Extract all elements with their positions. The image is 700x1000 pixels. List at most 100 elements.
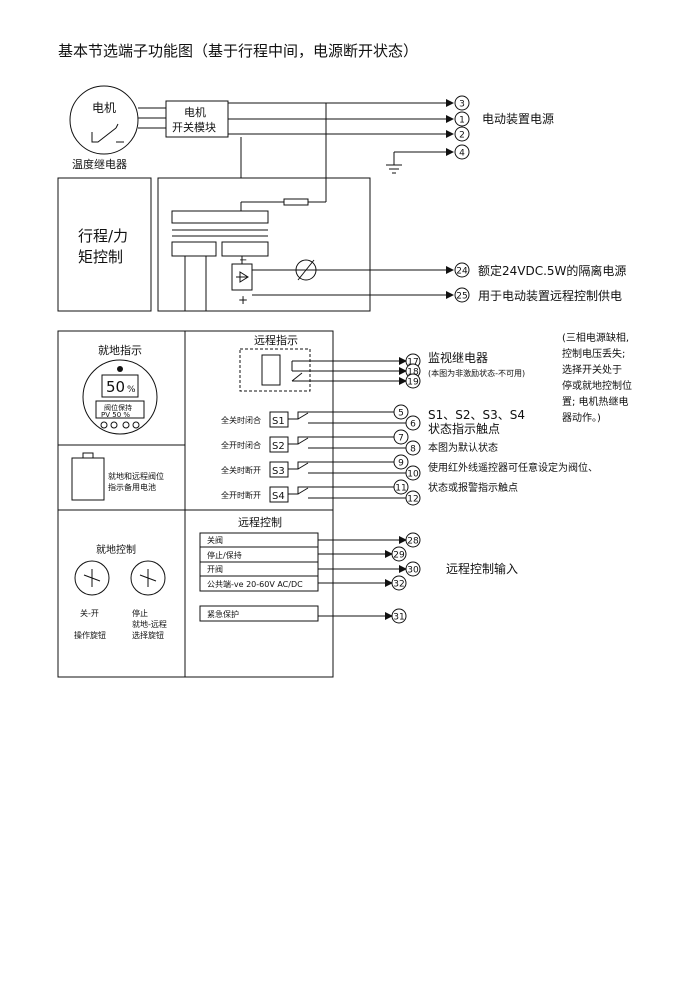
knob2-line2: 就地-远程 (132, 619, 167, 629)
local-status-line2: PV 50 % (101, 411, 130, 419)
travel-label-line1: 行程/力 (78, 227, 128, 245)
svg-text:全开时闭合: 全开时闭合 (221, 440, 261, 450)
travel-control-label-box (57, 177, 152, 312)
terminal-number-3: 3 (459, 100, 465, 110)
terminal-circle-12 (405, 490, 421, 506)
terminal-number-17: 17 (407, 358, 418, 368)
terminal-number-11: 11 (395, 484, 406, 494)
svg-text:S1: S1 (272, 416, 285, 427)
terminal-circle-10 (405, 465, 421, 481)
battery (71, 457, 105, 501)
terminal-number-24: 24 (456, 267, 468, 277)
terminal-25-label: 用于电动装置远程控制供电 (478, 288, 622, 303)
open-close-knob (74, 560, 110, 596)
thermal-switch-symbol (91, 123, 124, 143)
switch-labels: 全关时闭合 全开时闭合 全关时断开 全开时断开 S1 S2 S3 S4 (221, 415, 285, 502)
terminal-number-9: 9 (398, 459, 404, 469)
svg-text:使用红外线遥控器可任意设定为阀位、: 使用红外线遥控器可任意设定为阀位、 (428, 461, 598, 474)
terminal-number-5: 5 (398, 409, 404, 419)
svg-text:全关时断开: 全关时断开 (221, 465, 261, 475)
switch-contacts (288, 411, 406, 499)
remote-row-stop: 停止/保持 (207, 550, 242, 560)
battery-label-line2: 指示备用电池 (108, 482, 156, 492)
relay-coil (261, 354, 281, 386)
local-status-box (95, 400, 145, 419)
svg-text:S3: S3 (272, 466, 285, 477)
local-display-window (101, 374, 139, 398)
remote-row-close: 关阀 (207, 535, 223, 545)
terminal-circle-32 (391, 575, 407, 591)
terminal-circle-9 (393, 454, 409, 470)
svg-text:本图为默认状态: 本图为默认状态 (428, 441, 498, 454)
terminal-number-25: 25 (456, 292, 467, 302)
relay-label: 监视继电器 (428, 350, 488, 365)
local-indicator-dial (82, 359, 158, 435)
terminal-circle-5 (393, 404, 409, 420)
side-note: (三相电源缺相, 控制电压丢失; 选择开关处于 停或就地控制位 置; 电机热继电… (562, 331, 632, 424)
lower-panel (57, 330, 334, 678)
motor-circle (69, 85, 139, 155)
svg-text:器动作。): 器动作。) (562, 412, 601, 424)
remote-indicator-box (239, 348, 311, 392)
terminal-circle-25 (454, 287, 470, 303)
motor-label: 电机 (92, 101, 116, 115)
terminal-number-18: 18 (407, 368, 419, 378)
remote-indicator-title: 远程指示 (254, 333, 298, 347)
travel-control-box (157, 177, 371, 312)
terminal-number-32: 32 (393, 580, 404, 590)
terminal-circle-4 (454, 144, 470, 160)
local-display-unit: % (127, 385, 136, 395)
remote-input-label: 远程控制输入 (446, 561, 518, 576)
knob1-line2: 操作旋钮 (74, 630, 106, 640)
battery-label-line1: 就地和远程阀位 (108, 471, 164, 481)
terminal-number-12: 12 (407, 495, 418, 505)
terminal-circle-2 (454, 126, 470, 142)
svg-text:S2: S2 (272, 441, 285, 452)
switch-module-line1: 电机 (184, 105, 206, 119)
switch-notes: S1、S2、S3、S4 状态指示触点 本图为默认状态 使用红外线遥控器可任意设定… (428, 408, 598, 494)
local-status-line1: 阀位保持 (104, 403, 132, 412)
terminal-circle-6 (405, 415, 421, 431)
local-display-value: 50 (106, 378, 125, 396)
terminal-circle-30 (405, 561, 421, 577)
terminal-number-7: 7 (398, 434, 404, 444)
svg-text:全关时闭合: 全关时闭合 (221, 415, 261, 425)
terminal-number-4: 4 (459, 149, 465, 159)
svg-text:S1、S2、S3、S4: S1、S2、S3、S4 (428, 408, 525, 422)
terminal-number-6: 6 (410, 420, 416, 430)
remote-row-common: 公共端-ve 20-60V AC/DC (207, 579, 303, 589)
local-control-title: 就地控制 (96, 543, 136, 556)
emergency-label: 紧急保护 (207, 609, 239, 619)
terminal-circle-11 (393, 479, 409, 495)
rectifier-plus: + (238, 293, 248, 307)
terminal-number-30: 30 (407, 566, 419, 576)
local-remote-knob (130, 560, 166, 596)
svg-text:状态指示触点: 状态指示触点 (428, 421, 500, 436)
relay-note: (本图为非激励状态-不可用) (428, 368, 525, 378)
svg-text:S4: S4 (272, 491, 285, 502)
terminal-circle-29 (391, 546, 407, 562)
terminal-number-19: 19 (407, 378, 419, 388)
remote-control-title: 远程控制 (238, 515, 282, 529)
terminal-circle-19 (405, 373, 421, 389)
switch-module-line2: 开关模块 (172, 120, 216, 134)
terminal-circle-7 (393, 429, 409, 445)
thermal-relay-label: 温度继电器 (72, 157, 127, 171)
isolated-supply-symbol (295, 259, 317, 281)
emergency-box (199, 605, 319, 622)
knob1-line1: 关-开 (80, 608, 99, 618)
terminal-number-28: 28 (407, 537, 419, 547)
terminal-number-8: 8 (410, 445, 416, 455)
terminal-number-2: 2 (459, 131, 465, 141)
fuse (283, 198, 309, 206)
travel-label-line2: 矩控制 (78, 248, 123, 266)
svg-text:控制电压丢失;: 控制电压丢失; (562, 347, 625, 360)
terminal-circle-1 (454, 111, 470, 127)
svg-text:状态或报警指示触点: 状态或报警指示触点 (428, 481, 518, 494)
svg-text:选择开关处于: 选择开关处于 (562, 363, 622, 376)
terminal-circle-8 (405, 440, 421, 456)
power-label: 电动装置电源 (482, 112, 554, 126)
terminal-number-10: 10 (407, 470, 419, 480)
terminal-24-label: 额定24VDC.5W的隔离电源 (478, 263, 626, 278)
